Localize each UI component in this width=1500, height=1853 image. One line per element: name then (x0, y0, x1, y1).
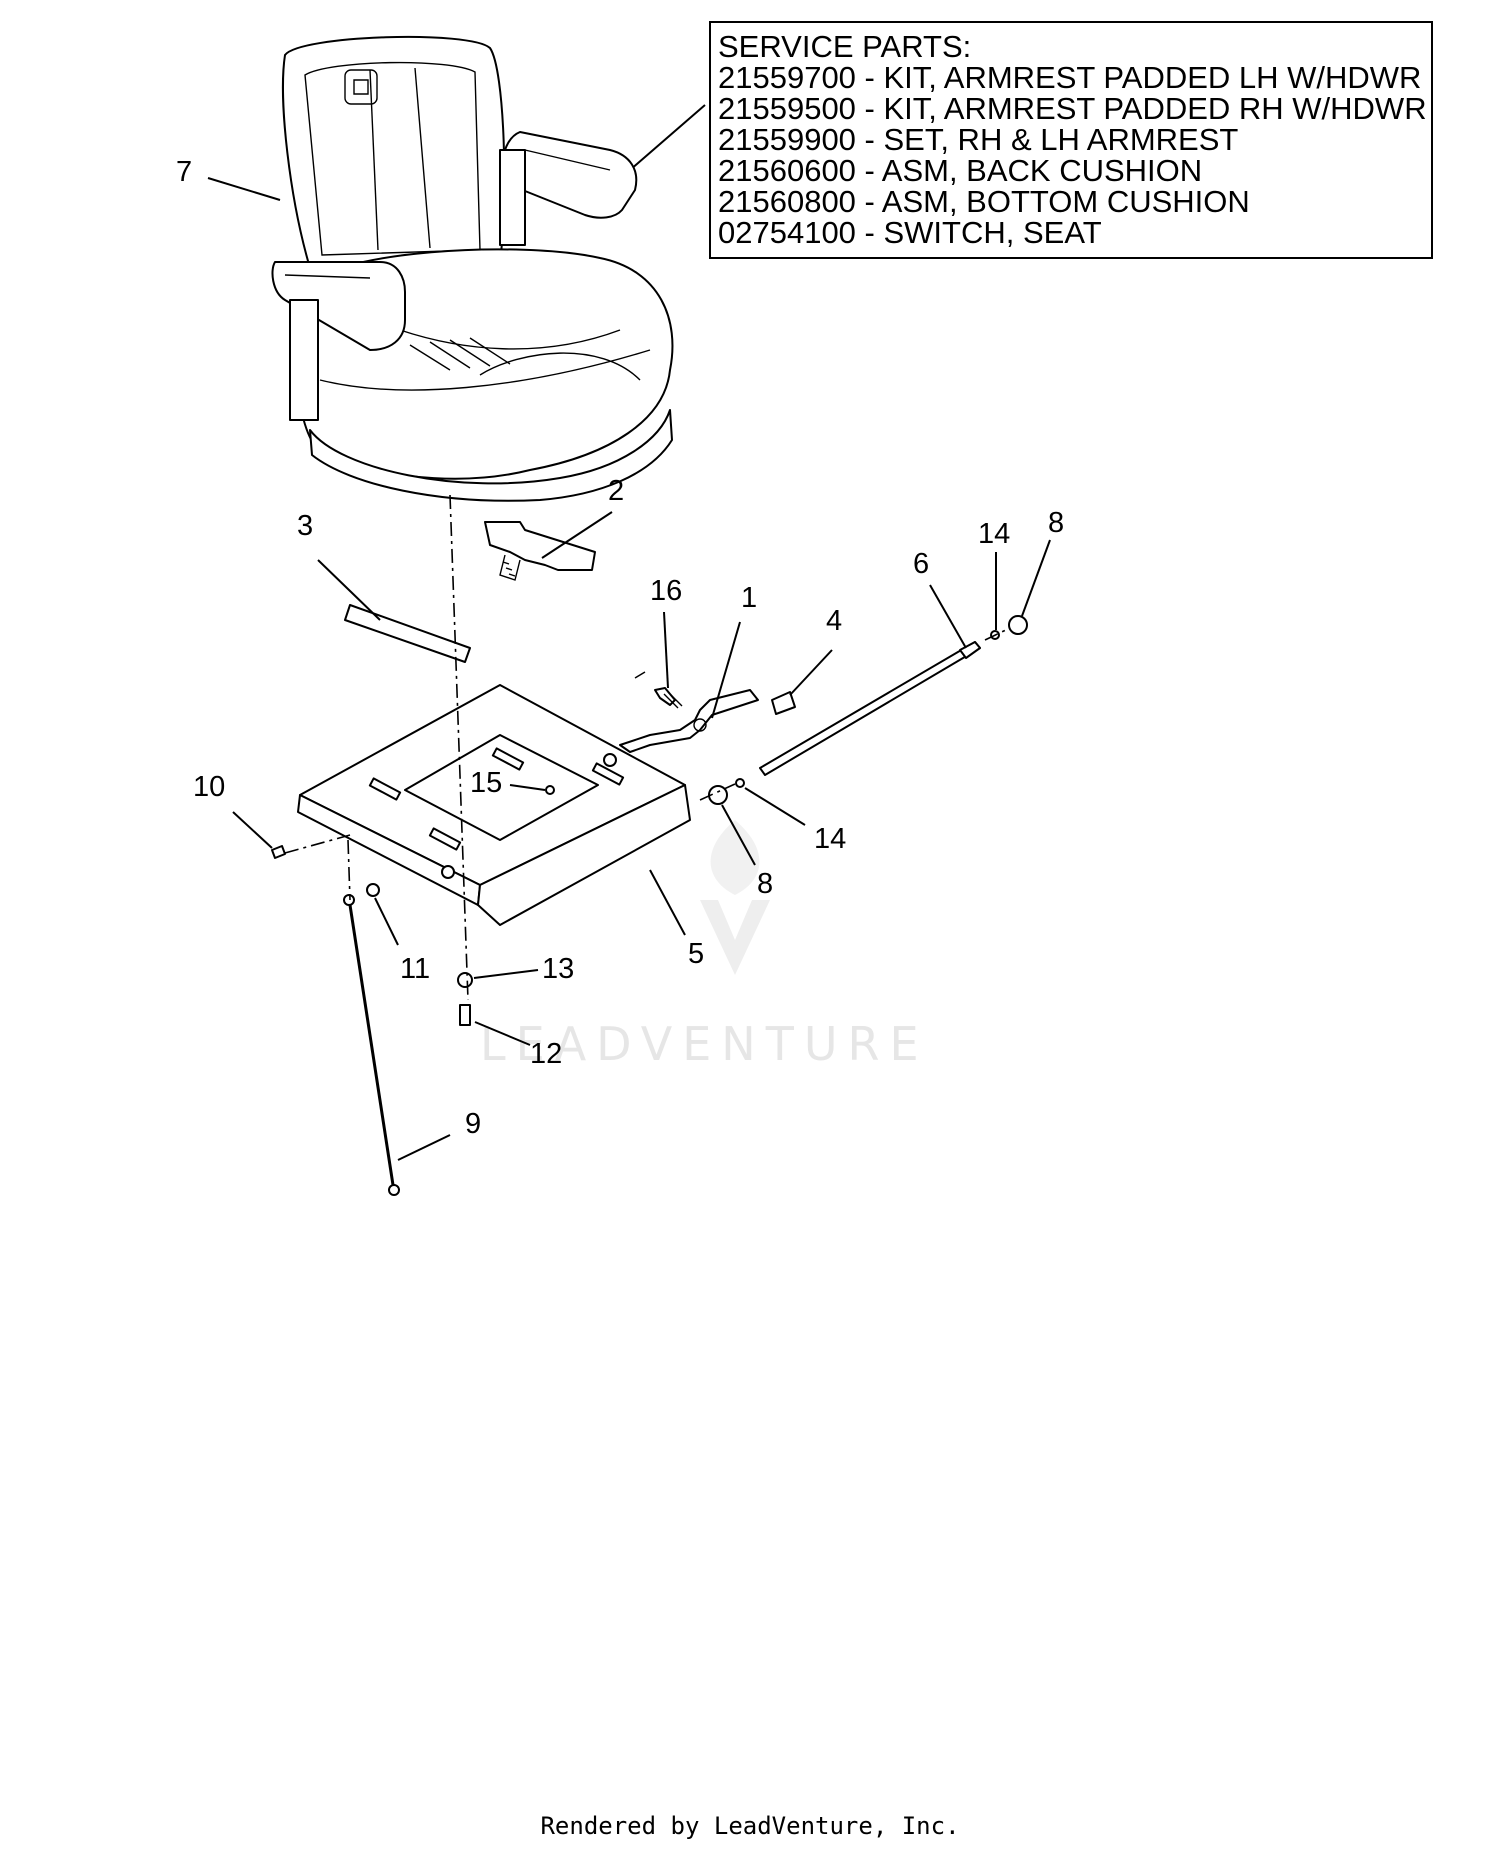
callout-8: 8 (1048, 507, 1064, 539)
part-15-screw (545, 785, 555, 795)
service-part-line: 21559500 - KIT, ARMREST PADDED RH W/HDWR (718, 91, 1427, 126)
watermark-text: LEADVENTURE (480, 1017, 929, 1071)
part-11-nut (366, 883, 380, 897)
service-part-line: 21560600 - ASM, BACK CUSHION (718, 153, 1202, 188)
part-13-washer (457, 972, 473, 988)
seat-assembly (271, 35, 674, 502)
part-8-nut (708, 785, 728, 805)
part-3-pad (344, 604, 471, 663)
service-parts-box: SERVICE PARTS: 21559700 - KIT, ARMREST P… (709, 21, 1433, 259)
callout-10: 10 (193, 771, 225, 803)
watermark: LEADVENTURE (480, 820, 929, 1071)
part-10-bolt (271, 845, 286, 859)
callout-14: 14 (814, 823, 846, 855)
service-part-line: 21559700 - KIT, ARMREST PADDED LH W/HDWR (718, 60, 1421, 95)
callout-7: 7 (176, 156, 192, 188)
callout-numbers: 7 2 3 16 1 4 6 14 8 10 15 14 8 5 11 13 1… (176, 156, 1064, 1140)
callout-3: 3 (297, 510, 313, 542)
footer-credit: Rendered by LeadVenture, Inc. (540, 1812, 960, 1840)
leader-lines (207, 177, 1051, 1161)
part-12-bolt (459, 1004, 471, 1026)
service-part-line: 21560800 - ASM, BOTTOM CUSHION (718, 184, 1250, 219)
box-leader (629, 104, 706, 171)
service-parts-title: SERVICE PARTS: (718, 29, 971, 64)
part-8-nut (1008, 615, 1028, 635)
callout-12: 12 (530, 1038, 562, 1070)
callout-9: 9 (465, 1108, 481, 1140)
part-14-clip (735, 778, 745, 788)
callout-8: 8 (757, 868, 773, 900)
callout-16: 16 (650, 575, 682, 607)
callout-15: 15 (470, 767, 502, 799)
part-2-bracket (484, 521, 596, 581)
callout-11: 11 (400, 953, 430, 985)
callout-1: 1 (741, 582, 757, 614)
part-1-lever (619, 689, 759, 753)
callout-2: 2 (608, 475, 624, 507)
part-9-cable (343, 894, 400, 1196)
part-16-spring (634, 671, 683, 709)
callout-13: 13 (542, 953, 574, 985)
service-part-line: 21559900 - SET, RH & LH ARMREST (718, 122, 1238, 157)
assembly-lines (284, 494, 1011, 1001)
part-4-cap (771, 691, 796, 715)
service-part-line: 02754100 - SWITCH, SEAT (718, 215, 1102, 250)
callout-14: 14 (978, 518, 1010, 550)
callout-5: 5 (688, 938, 704, 970)
callout-4: 4 (826, 605, 842, 637)
callout-6: 6 (913, 548, 929, 580)
part-6-rod (759, 641, 981, 776)
part-5-mounting-plate (297, 684, 691, 926)
